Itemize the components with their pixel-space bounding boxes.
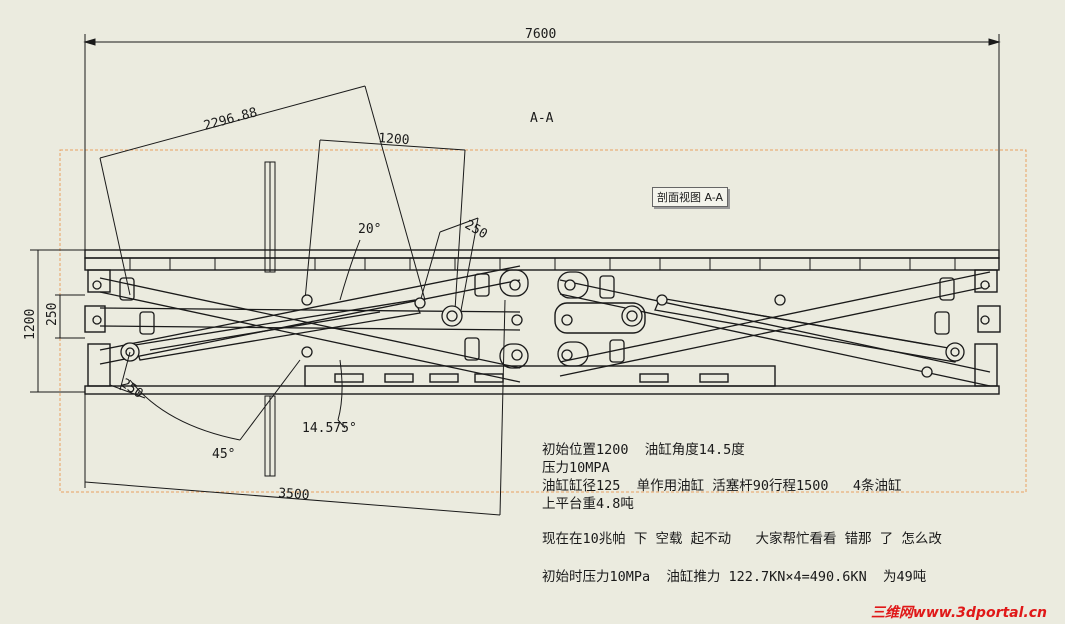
note-line-3: 油缸缸径125 单作用油缸 活塞杆90行程1500 4条油缸 <box>542 478 902 494</box>
dim-angle-bottom: 45° <box>212 447 235 462</box>
dim-angle-top: 20° <box>358 222 381 237</box>
dim-pin-offset-top: 250 <box>462 217 490 242</box>
dim-overall-width: 7600 <box>525 27 556 42</box>
dim-pin-offset-bottom: 250 <box>118 376 146 402</box>
note-line-1: 初始位置1200 油缸角度14.5度 <box>542 442 745 458</box>
question-text: 现在在10兆帕 下 空载 起不动 大家帮忙看看 错那 了 怎么改 <box>542 531 942 547</box>
dim-diagonal: 2296.88 <box>202 105 259 134</box>
dim-height-total: 1200 <box>23 309 38 340</box>
note-line-4: 上平台重4.8吨 <box>542 496 634 512</box>
dim-angle-cylinder: 14.575° <box>302 421 357 436</box>
dim-height-offset: 250 <box>45 303 60 326</box>
section-label: A-A <box>530 111 554 126</box>
calculation-text: 初始时压力10MPa 油缸推力 122.7KN×4=490.6KN 为49吨 <box>542 569 927 585</box>
note-line-2: 压力10MPA <box>542 460 610 476</box>
dimension-overall-width <box>83 34 1001 250</box>
dim-arm-spacing: 1200 <box>378 131 410 148</box>
watermark-logo: 三维网www.3dportal.cn <box>870 605 1047 621</box>
section-view-tag: 剖面视图 A-A <box>652 187 729 207</box>
dim-base-length: 3500 <box>278 486 310 503</box>
